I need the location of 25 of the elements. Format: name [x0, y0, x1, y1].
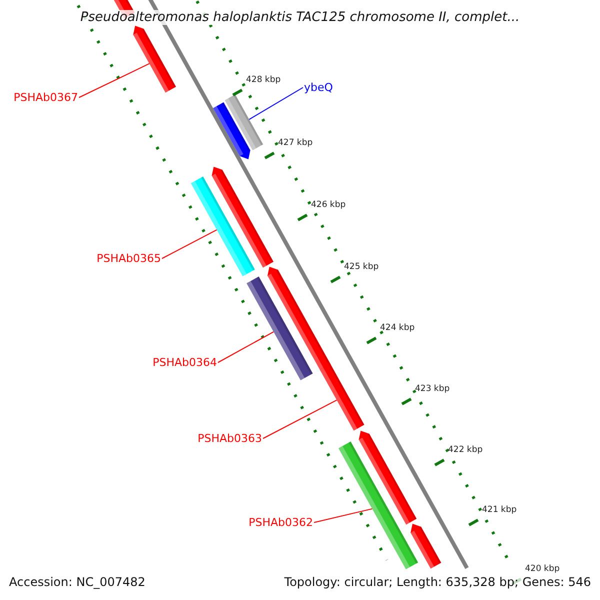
- tick-label: 421 kbp: [482, 506, 517, 514]
- tick-label: 423 kbp: [415, 385, 450, 394]
- leader-line: [248, 87, 304, 120]
- gene-label: PSHAb0367: [14, 92, 78, 103]
- tick-label: 426 kbp: [311, 201, 346, 210]
- leader-line: [78, 63, 150, 98]
- gene-feature: [190, 176, 255, 276]
- gene-label: PSHAb0365: [96, 253, 161, 264]
- gene-label: PSHAb0363: [198, 433, 262, 444]
- leader-line: [262, 400, 338, 439]
- leader-line: [314, 508, 373, 523]
- tick-label: 420 kbp: [525, 565, 560, 574]
- leader-line: [218, 331, 274, 363]
- tick-label: 424 kbp: [380, 324, 415, 332]
- leader-line: [162, 229, 218, 259]
- gene-feature: [133, 26, 176, 93]
- gene-feature: [246, 276, 313, 380]
- gene-feature: [320, 364, 364, 431]
- footer-text: Accession: NC_007482: [9, 576, 146, 588]
- gene-label: ybeQ: [304, 82, 333, 93]
- gene-label: PSHAb0362: [248, 517, 313, 528]
- tick-label: 427 kbp: [278, 139, 313, 148]
- gene-feature: [338, 442, 418, 570]
- gene-feature: [224, 94, 264, 150]
- gene-label: PSHAb0364: [152, 357, 217, 368]
